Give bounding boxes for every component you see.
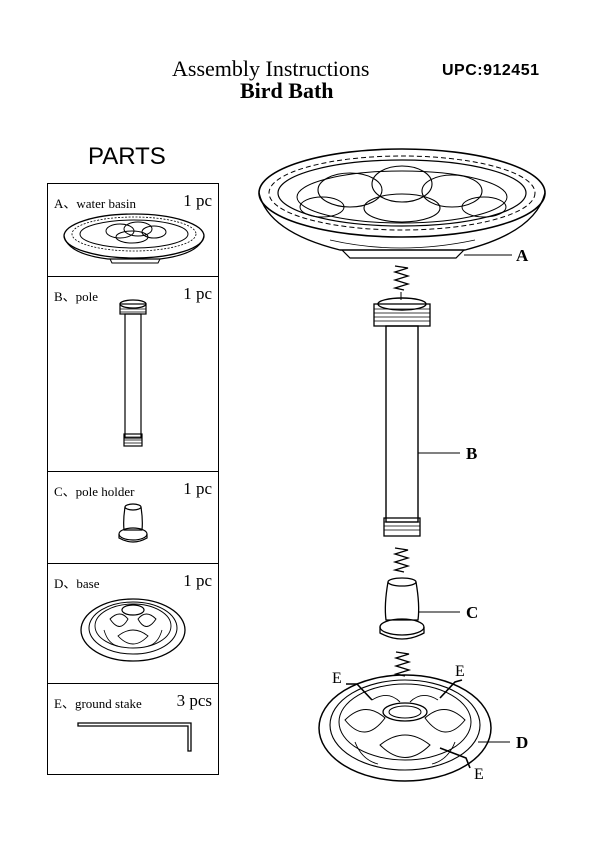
diagram-base	[318, 674, 492, 782]
upc-code: UPC:912451	[442, 62, 540, 79]
diagram-pole-holder	[379, 577, 425, 640]
part-row-d: D、base 1 pc	[48, 564, 218, 684]
ground-stake-icon	[439, 679, 463, 699]
part-name: B、pole	[54, 289, 99, 304]
parts-table: A、water basin 1 pc B、pole 1 pc C、pole ho…	[47, 183, 219, 775]
diagram-label-b: B	[466, 444, 477, 463]
pole-illustration	[119, 299, 147, 447]
base-illustration	[80, 598, 186, 662]
diagram-label-d: D	[516, 733, 528, 752]
part-qty: 3 pcs	[176, 691, 212, 710]
part-row-b: B、pole 1 pc	[48, 277, 218, 472]
diagram-label-a: A	[516, 246, 529, 265]
part-qty: 1 pc	[183, 284, 212, 303]
document-title: Assembly Instructions	[172, 56, 370, 81]
part-name: E、ground stake	[54, 696, 142, 711]
ground-stake-icon	[346, 683, 373, 701]
spring-icon	[392, 265, 411, 291]
part-qty: 1 pc	[183, 571, 212, 590]
diagram-label-e: E	[474, 766, 484, 783]
diagram-water-basin	[258, 148, 546, 259]
parts-heading: PARTS	[88, 143, 166, 170]
part-row-a: A、water basin 1 pc	[48, 184, 218, 277]
water-basin-illustration	[63, 213, 205, 264]
ground-stake-illustration	[77, 722, 192, 752]
diagram-pole	[373, 297, 431, 537]
product-name: Bird Bath	[240, 78, 334, 103]
pole-holder-illustration	[118, 503, 148, 543]
spring-icon	[392, 547, 411, 573]
diagram-label-c: C	[466, 603, 478, 622]
part-name: C、pole holder	[54, 484, 135, 499]
diagram-label-e: E	[455, 663, 465, 680]
part-name: D、base	[54, 576, 100, 591]
part-row-e: E、ground stake 3 pcs	[48, 684, 218, 776]
ground-stake-icon	[439, 747, 471, 769]
part-row-c: C、pole holder 1 pc	[48, 472, 218, 564]
part-qty: 1 pc	[183, 191, 212, 210]
part-qty: 1 pc	[183, 479, 212, 498]
spring-icon	[393, 651, 412, 677]
part-name: A、water basin	[54, 196, 136, 211]
diagram-label-e: E	[332, 670, 342, 687]
